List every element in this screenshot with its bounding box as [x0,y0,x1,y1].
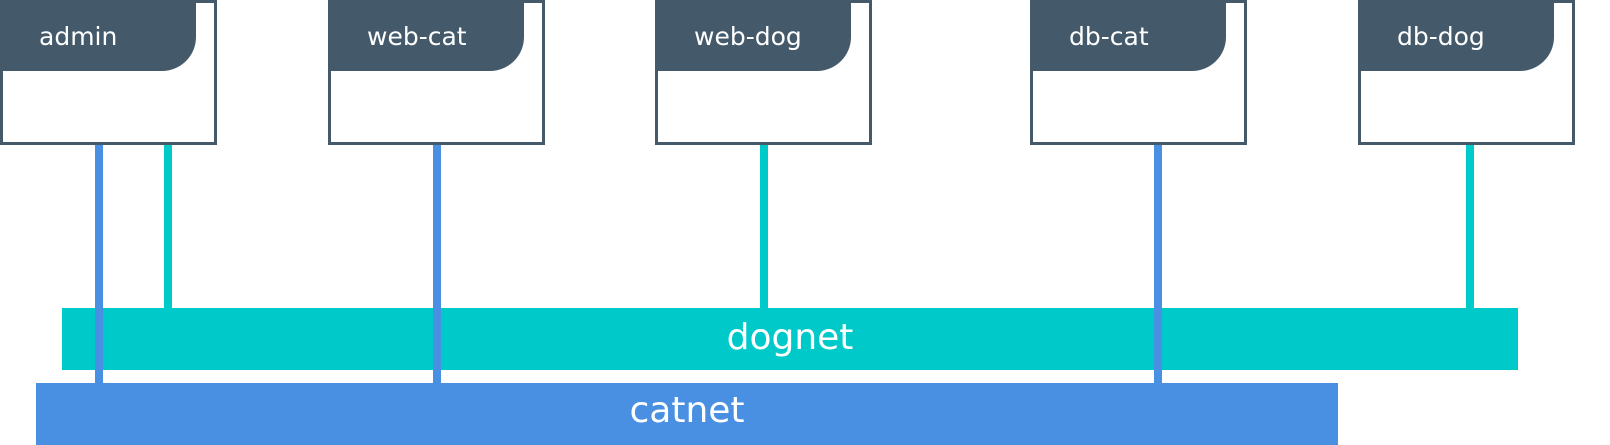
container-db-cat: db-cat [1030,0,1247,145]
container-admin: admin [0,0,217,145]
link-web-dog-dognet [760,145,768,308]
container-tab-db-cat: db-cat [1033,3,1226,71]
network-label-dognet: dognet [726,317,854,358]
container-tab-db-dog: db-dog [1361,3,1554,71]
container-label-web-cat: web-cat [367,22,467,51]
container-tab-web-cat: web-cat [331,3,524,71]
container-label-db-cat: db-cat [1069,22,1149,51]
link-web-cat-catnet [433,145,441,383]
container-label-db-dog: db-dog [1397,22,1485,51]
network-dognet: dognet [62,308,1518,370]
link-admin-catnet [95,145,103,383]
link-db-dog-dognet [1466,145,1474,308]
container-web-cat: web-cat [328,0,545,145]
container-tab-web-dog: web-dog [658,3,851,71]
container-tab-admin: admin [3,3,196,71]
container-label-admin: admin [39,22,118,51]
link-admin-dognet [164,145,172,308]
network-catnet: catnet [36,383,1338,445]
network-label-catnet: catnet [629,390,745,431]
link-db-cat-catnet [1154,145,1162,383]
container-web-dog: web-dog [655,0,872,145]
container-db-dog: db-dog [1358,0,1575,145]
container-label-web-dog: web-dog [694,22,802,51]
